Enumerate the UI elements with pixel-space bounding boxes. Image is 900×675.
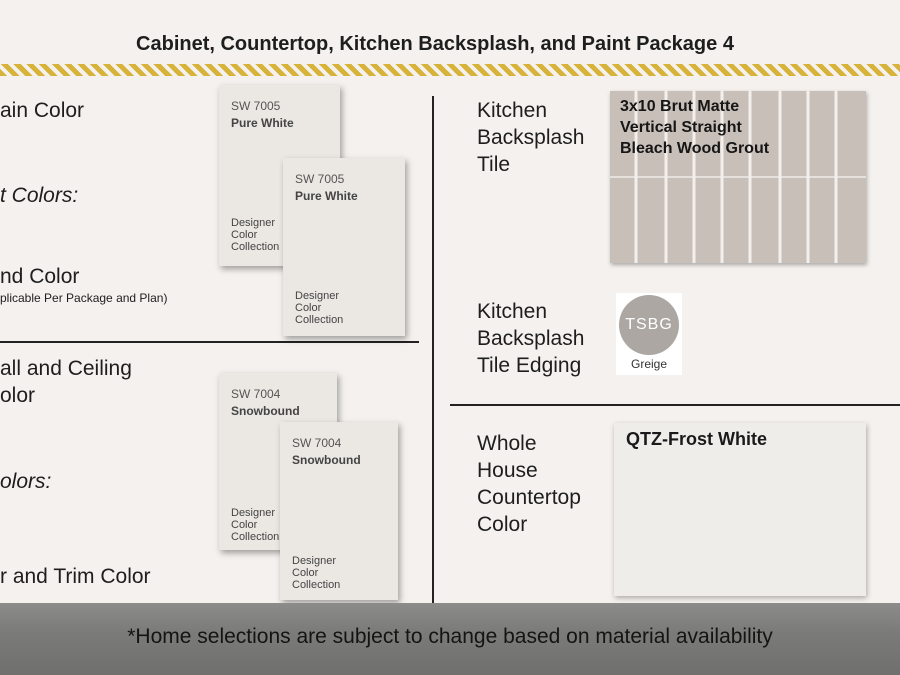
right-section-divider <box>450 404 900 406</box>
gold-stripe-divider <box>0 64 900 76</box>
countertop-label-line: Countertop <box>477 486 581 509</box>
swatch-card-snowbound-trim: SW 7004 Snowbound Designer Color Collect… <box>280 422 398 600</box>
cabinet-main-color-label: ain Color <box>0 99 85 122</box>
tile-name-line: Vertical Straight <box>620 119 742 136</box>
swatch-name: Pure White <box>295 189 358 203</box>
swatch-collection-line: Collection <box>292 579 341 591</box>
backsplash-tile-name: 3x10 Brut Matte Vertical Straight Bleach… <box>620 96 769 159</box>
tsbg-logo: TSBG <box>619 295 679 355</box>
swatch-collection-line: Collection <box>231 241 280 253</box>
countertop-name: QTZ-Frost White <box>626 429 767 449</box>
swatch-collection-line: Color <box>292 567 319 579</box>
tile-grout-pattern <box>610 91 866 263</box>
cabinet-accent-colors-label: t Colors: <box>0 184 79 207</box>
swatch-name: Snowbound <box>231 404 300 418</box>
tile-name-line: Bleach Wood Grout <box>620 140 770 157</box>
edging-label-line: Kitchen <box>477 300 548 323</box>
swatch-code: SW 7005 <box>231 99 281 113</box>
swatch-collection-line: Collection <box>295 314 344 326</box>
wall-ceiling-label-line2: olor <box>0 384 36 407</box>
door-trim-color-label: r and Trim Color <box>0 565 151 588</box>
swatch-card-pure-white-island: SW 7005 Pure White Designer Color Collec… <box>283 158 405 336</box>
countertop-label-line: Whole <box>477 432 537 455</box>
swatch-collection-line: Designer <box>231 217 276 229</box>
island-color-note: plicable Per Package and Plan) <box>0 291 168 305</box>
countertop-label-line: Color <box>477 513 528 536</box>
edging-label-line: Tile Edging <box>477 354 582 377</box>
swatch-collection-line: Designer <box>231 507 276 519</box>
backsplash-tile-sample: 3x10 Brut Matte Vertical Straight Bleach… <box>610 91 866 263</box>
swatch-collection-line: Color <box>295 302 322 314</box>
left-section-divider <box>0 341 419 343</box>
backsplash-label-line: Tile <box>477 153 511 176</box>
cabinet-island-color-label: nd Color <box>0 265 80 288</box>
edging-color-name: Greige <box>630 357 668 371</box>
swatch-collection-line: Collection <box>231 531 280 543</box>
wall-accent-colors-label: olors: <box>0 470 52 493</box>
page-title: Cabinet, Countertop, Kitchen Backsplash,… <box>136 33 734 55</box>
countertop-sample: QTZ-Frost White <box>614 423 866 596</box>
swatch-code: SW 7004 <box>292 436 342 450</box>
swatch-code: SW 7005 <box>295 172 345 186</box>
edging-label-line: Backsplash <box>477 327 585 350</box>
footer-bar: *Home selections are subject to change b… <box>0 603 900 675</box>
countertop-label-line: House <box>477 459 538 482</box>
column-divider <box>432 96 434 603</box>
swatch-collection-line: Designer <box>292 555 337 567</box>
backsplash-label-line: Kitchen <box>477 99 548 122</box>
backsplash-label-line: Backsplash <box>477 126 585 149</box>
swatch-name: Snowbound <box>292 453 361 467</box>
availability-disclaimer: *Home selections are subject to change b… <box>127 625 773 648</box>
swatch-collection-line: Color <box>231 519 258 531</box>
swatch-collection-line: Color <box>231 229 258 241</box>
tile-name-line: 3x10 Brut Matte <box>620 98 740 115</box>
swatch-name: Pure White <box>231 116 294 130</box>
wall-ceiling-label-line1: all and Ceiling <box>0 357 132 380</box>
edging-swatch: TSBG Greige <box>616 293 682 375</box>
swatch-code: SW 7004 <box>231 387 281 401</box>
swatch-collection-line: Designer <box>295 290 340 302</box>
